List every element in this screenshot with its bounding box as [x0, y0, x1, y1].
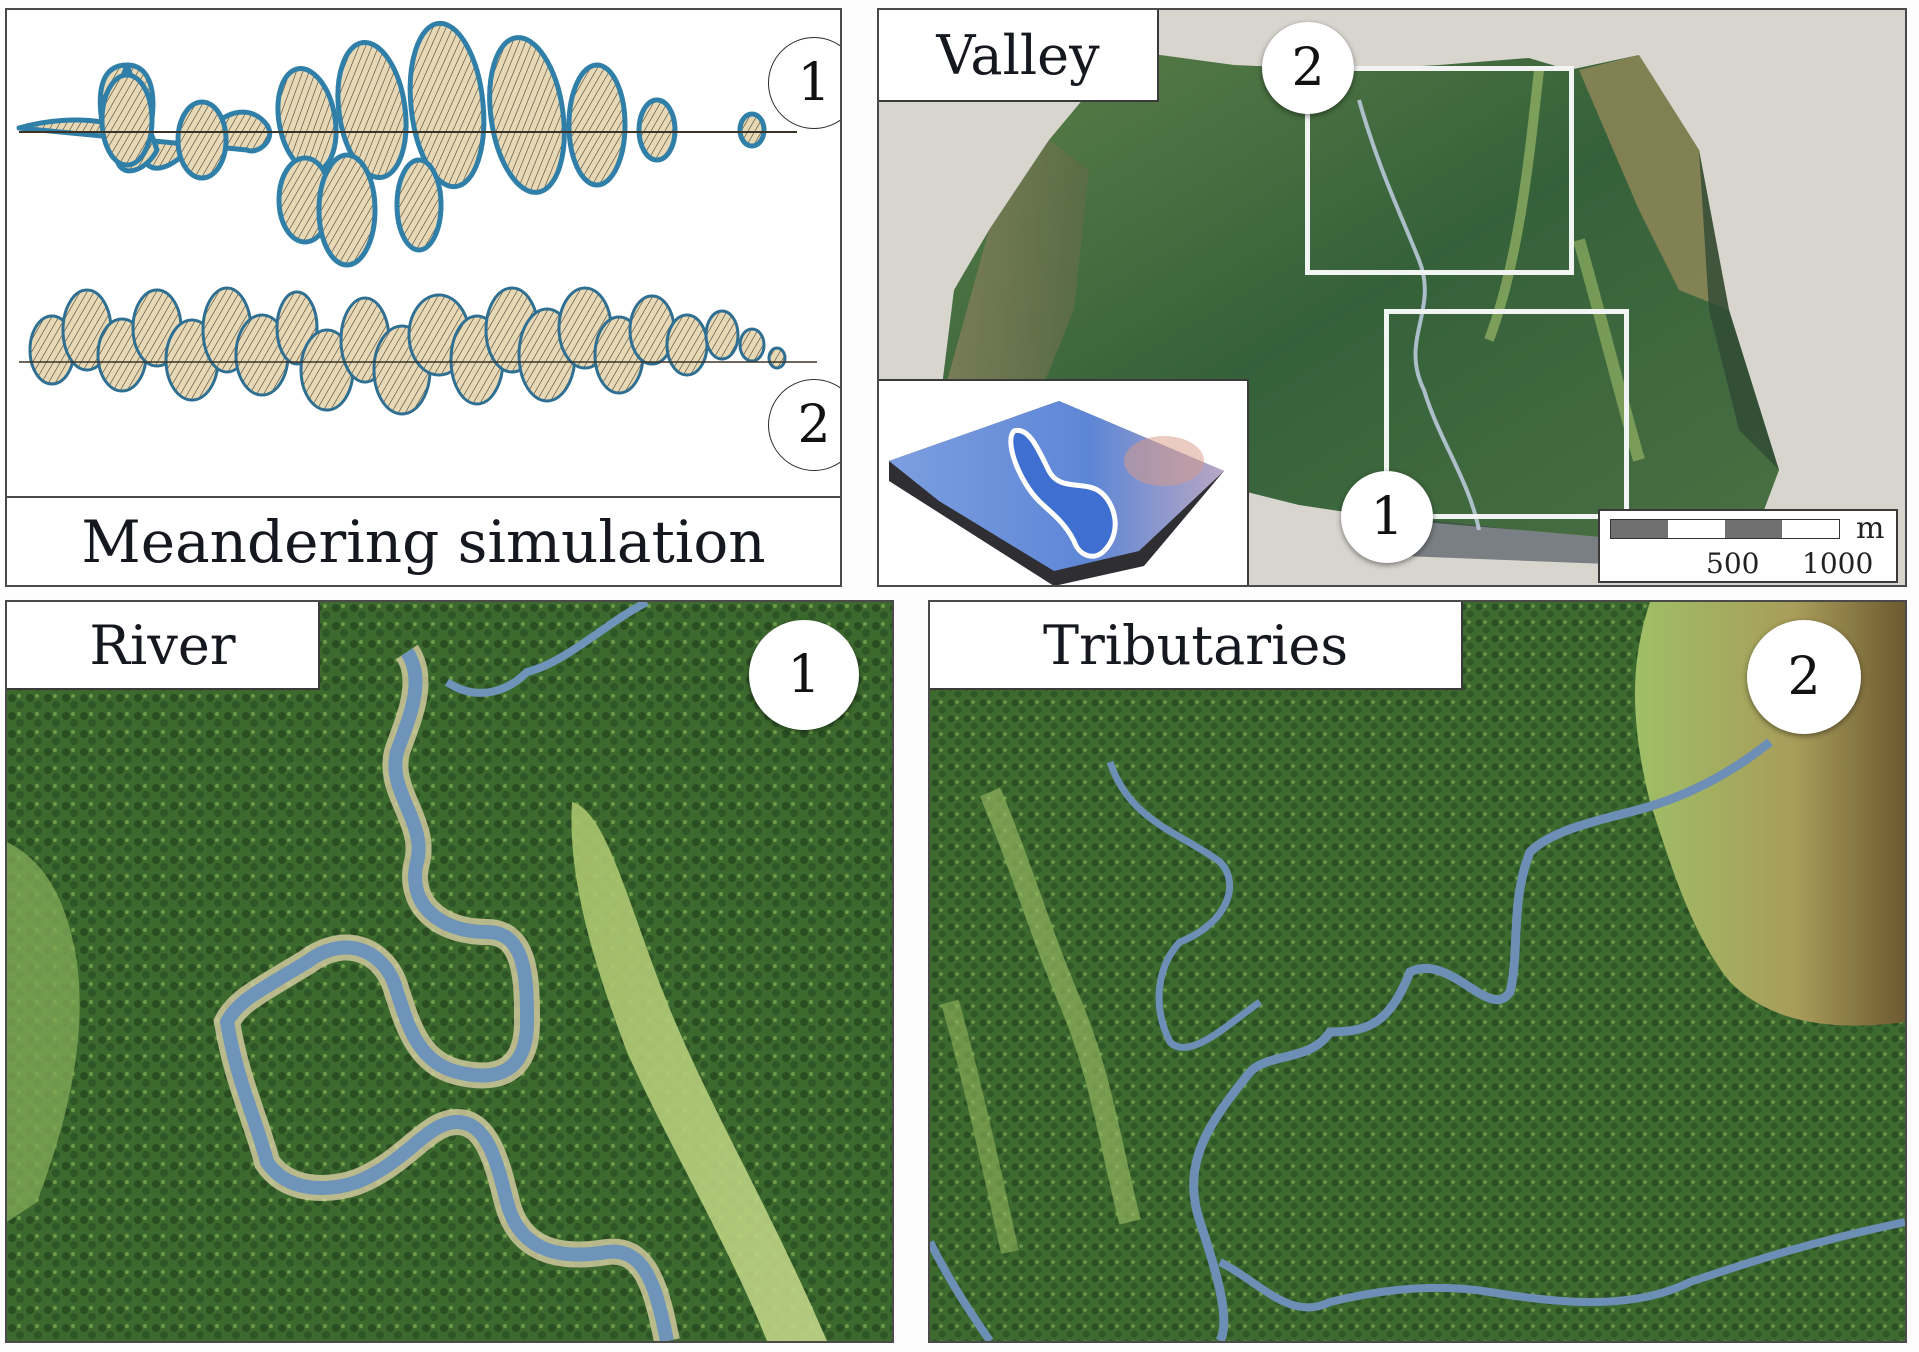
terrain-inset — [879, 379, 1249, 585]
marker-number: 2 — [797, 395, 831, 455]
valley-label-box: Valley — [879, 10, 1159, 102]
meandering-simulation-panel: 1 2 Meandering simulation — [5, 8, 842, 587]
marker-number: 1 — [797, 53, 831, 113]
scale-bar: m 500 1000 — [1598, 509, 1898, 583]
meander-curve-2 — [28, 286, 787, 416]
river-marker-1: 1 — [749, 620, 859, 730]
marker-number: 2 — [1787, 647, 1821, 707]
caption-box: Meandering simulation — [7, 498, 840, 585]
panel-label: Valley — [936, 23, 1100, 87]
panel-label: Tributaries — [1042, 613, 1349, 677]
scale-segment — [1668, 520, 1725, 538]
caption-divider — [7, 496, 840, 498]
marker-number: 1 — [787, 645, 821, 705]
meander-simulation-figure — [16, 20, 817, 416]
marker-circle-2: 2 — [768, 379, 840, 471]
tributaries-panel: Tributaries 2 — [928, 600, 1907, 1343]
heightmap-inset-figure — [889, 401, 1224, 585]
region-marker-1: 1 — [1341, 471, 1433, 563]
marker-number: 2 — [1291, 38, 1325, 98]
scale-tick-1000: 1000 — [1802, 547, 1874, 580]
tributaries-marker-2: 2 — [1747, 620, 1861, 734]
panel-caption: Meandering simulation — [81, 507, 766, 576]
valley-panel: Valley 2 1 — [877, 8, 1907, 587]
scale-segment — [1782, 520, 1839, 538]
tributaries-label-box: Tributaries — [930, 602, 1463, 690]
river-label-box: River — [7, 602, 320, 690]
scale-segment — [1725, 520, 1782, 538]
meander-curve-1 — [16, 20, 767, 268]
panel-label: River — [89, 613, 236, 677]
river-panel: River 1 — [5, 600, 894, 1343]
scale-bar-segments — [1610, 519, 1840, 539]
river-render — [7, 602, 892, 1341]
scale-tick-500: 500 — [1706, 547, 1760, 580]
scale-segment — [1611, 520, 1668, 538]
scale-unit: m — [1856, 511, 1885, 546]
region-marker-2: 2 — [1262, 22, 1354, 114]
region-highlight-1 — [1384, 309, 1629, 519]
marker-number: 1 — [1370, 487, 1404, 547]
region-highlight-2 — [1305, 66, 1574, 275]
marker-circle-1: 1 — [768, 37, 840, 129]
